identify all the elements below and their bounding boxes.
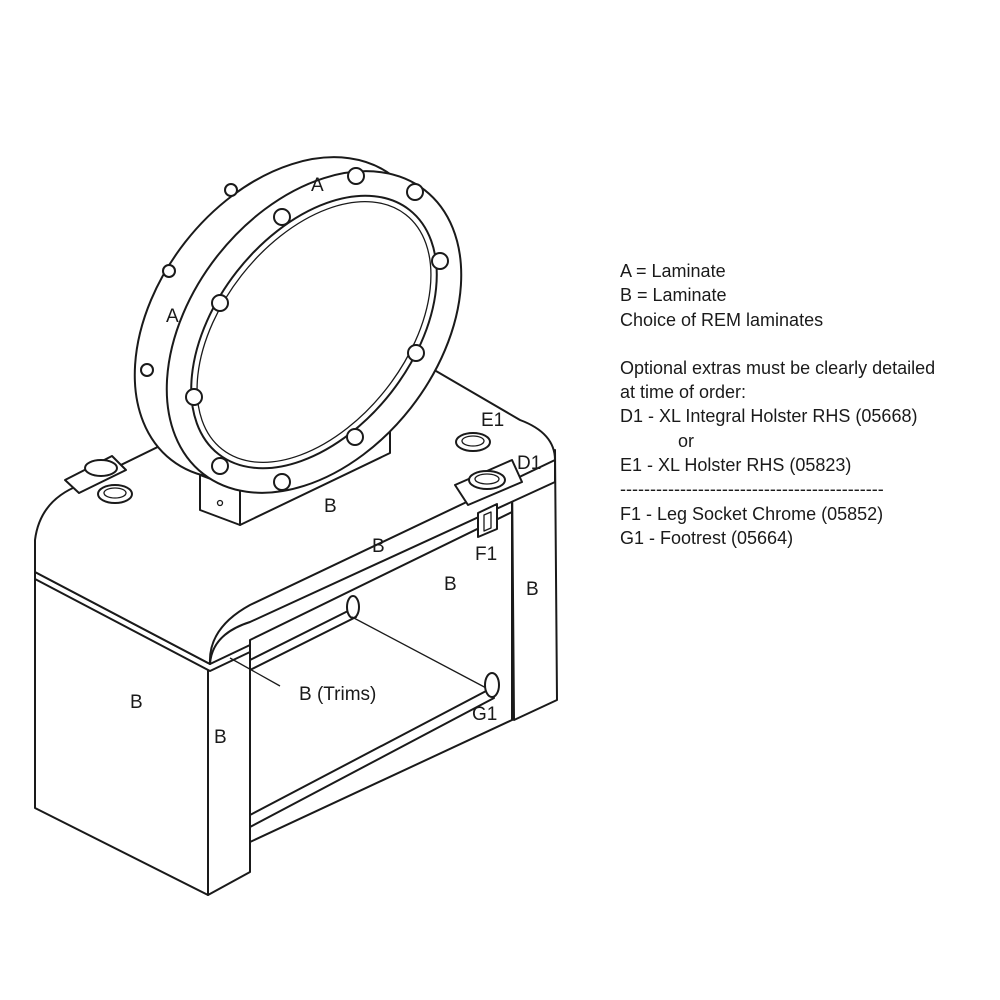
label-a-left: A [166, 306, 179, 327]
leg-socket-f1 [477, 503, 498, 538]
holster-left [64, 455, 133, 504]
legend-line: E1 - XL Holster RHS (05823) [620, 455, 852, 476]
footrest-end-cap [484, 672, 500, 698]
upper-rail [249, 595, 491, 691]
label-d1: D1 [517, 453, 541, 474]
label-b-trims: B (Trims) [299, 684, 376, 705]
legend-line: B = Laminate [620, 285, 727, 306]
magnifier-ring [133, 156, 463, 494]
label-g1: G1 [472, 704, 497, 725]
rail-socket [346, 595, 360, 619]
legend-line: or [678, 430, 695, 451]
label-b-left-side: B [214, 727, 227, 748]
label-b-back-panel: B [444, 574, 457, 595]
label-f1: F1 [475, 544, 497, 565]
holster-e1 [455, 432, 491, 452]
label-b-left-front: B [130, 692, 143, 713]
legend-spacer [620, 332, 990, 356]
label-b-top-mid: B [324, 496, 337, 517]
label-b-top-front: B [372, 536, 385, 557]
legend-divider: ----------------------------------------… [620, 479, 884, 500]
desktop [34, 344, 556, 665]
legend-line: F1 - Leg Socket Chrome (05852) [620, 503, 884, 524]
label-a-top: A [311, 175, 324, 196]
legend-line: G1 - Footrest (05664) [620, 527, 794, 548]
label-e1: E1 [481, 410, 504, 431]
legend-line: A = Laminate [620, 261, 726, 281]
holster-d1 [454, 459, 523, 506]
label-b-right-leg: B [526, 579, 539, 600]
legend-line: Choice of REM laminates [620, 309, 824, 330]
legend-line: at time of order: [620, 382, 747, 403]
legend-line: D1 - XL Integral Holster RHS (05668) [620, 406, 918, 427]
legend: A = Laminate B = Laminate Choice of REM … [620, 259, 990, 550]
legend-line: Optional extras must be clearly detailed [620, 357, 936, 378]
left-leg [34, 577, 251, 896]
